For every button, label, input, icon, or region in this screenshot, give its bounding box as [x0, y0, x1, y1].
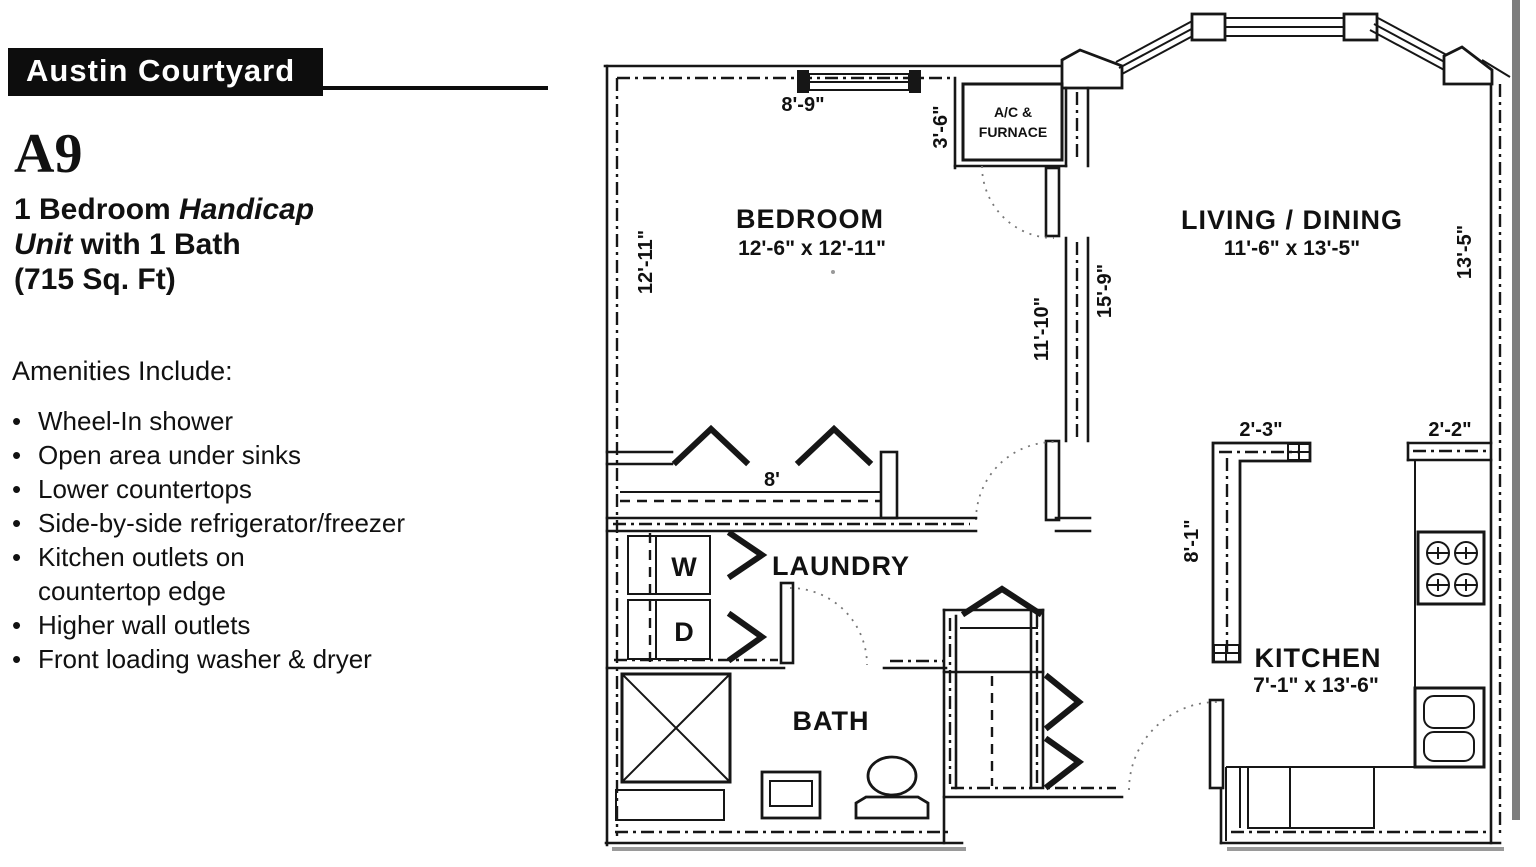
room-label-living: LIVING / DINING [1181, 205, 1403, 235]
ac-furnace-closet: A/C & FURNACE [953, 76, 1068, 170]
dim-bedroom-window: 8'-9" [781, 94, 824, 116]
counter-end-block [1213, 644, 1240, 663]
dim-closet-width: 8' [764, 469, 780, 491]
dryer-box [627, 599, 711, 660]
list-item: •Front loading washer & dryer [12, 644, 372, 674]
dim-living-left: 15'-9" [1094, 264, 1116, 318]
list-item: •Wheel-In shower [12, 406, 234, 436]
list-item: •Lower countertops [12, 474, 252, 504]
list-item: •Open area under sinks [12, 440, 302, 470]
bifold-door-icon [1043, 672, 1084, 732]
kitchen-counters [1211, 441, 1486, 841]
bifold-door-icon [671, 424, 751, 467]
room-dims-bedroom: 12'-6" x 12'-11" [738, 237, 886, 260]
dryer-label: D [674, 617, 694, 647]
cabinet [1289, 766, 1375, 829]
stove-icon [1416, 530, 1486, 606]
bifold-door-icon [960, 585, 1044, 618]
dim-counter-right: 2'-2" [1428, 419, 1471, 441]
ac-label-line2: FURNACE [979, 124, 1047, 140]
sink-icon [760, 770, 822, 820]
cabinet [1247, 766, 1291, 829]
subtitle-line1: 1 Bedroom Handicap [14, 193, 315, 226]
vanity [615, 789, 725, 821]
property-name-banner: Austin Courtyard [8, 48, 324, 96]
dim-counter-top: 2'-3" [1239, 419, 1282, 441]
unit-code: A9 [14, 123, 83, 185]
hall-closets [942, 585, 1085, 845]
room-label-bedroom: BEDROOM [736, 204, 884, 234]
toilet-icon [854, 755, 930, 820]
unit-subtitle: 1 Bedroom Handicap Unit with 1 Bath (715… [14, 192, 314, 297]
list-item: •Higher wall outlets [12, 610, 251, 640]
counter-end-block [1287, 443, 1311, 461]
bifold-door-icon [1043, 735, 1085, 791]
bay-window [1060, 12, 1511, 90]
room-label-bath: BATH [793, 706, 870, 736]
info-panel: Austin Courtyard A9 1 Bedroom Handicap U… [0, 0, 585, 867]
scan-speck [831, 270, 835, 274]
bedroom-door-upper [981, 165, 1061, 239]
dim-living-right: 13'-5" [1454, 225, 1476, 279]
washer-label: W [671, 552, 697, 582]
ac-label-line1: A/C & [994, 104, 1032, 120]
subtitle-line2: Unit with 1 Bath [14, 228, 241, 261]
amenities-list: •Wheel-In shower •Open area under sinks … [12, 404, 405, 676]
room-dims-living: 11'-6" x 13'-5" [1224, 237, 1360, 260]
entry-door [1128, 698, 1225, 791]
dim-hall-left: 11'-10" [1031, 297, 1053, 361]
labels: BEDROOM 12'-6" x 12'-11" LIVING / DINING… [635, 94, 1476, 736]
list-item: •Kitchen outlets on countertop edge [12, 542, 245, 606]
living-kitchen-wall [1406, 441, 1493, 462]
subtitle-line3: (715 Sq. Ft) [14, 263, 176, 296]
wheel-in-shower-icon [620, 672, 732, 784]
room-label-laundry: LAUNDRY [772, 551, 910, 581]
room-label-kitchen: KITCHEN [1255, 643, 1382, 673]
double-sink-icon [1413, 686, 1486, 769]
laundry-area: W D [605, 529, 868, 670]
appliance-door-icon [726, 610, 768, 664]
list-item: •Side-by-side refrigerator/freezer [12, 508, 406, 538]
dim-ac-wall: 3'-6" [930, 105, 952, 148]
divider-wall [1064, 86, 1090, 443]
room-dims-kitchen: 7'-1" x 13'-6" [1253, 674, 1379, 697]
bedroom-window [797, 70, 921, 93]
dim-counter-side: 8'-1" [1181, 519, 1203, 562]
scan-strip [1512, 0, 1520, 820]
washer-box [627, 535, 711, 595]
amenities-heading: Amenities Include: [12, 356, 233, 386]
bath-area [615, 659, 948, 821]
bifold-door-icon [794, 424, 874, 467]
bath-door-leaf [779, 581, 795, 665]
appliance-door-icon [726, 529, 768, 581]
exterior-walls [603, 64, 1504, 851]
bedroom-closet [605, 424, 1092, 533]
bedroom-door-lower [975, 439, 1061, 522]
dim-bedroom-left: 12'-11" [635, 230, 657, 294]
